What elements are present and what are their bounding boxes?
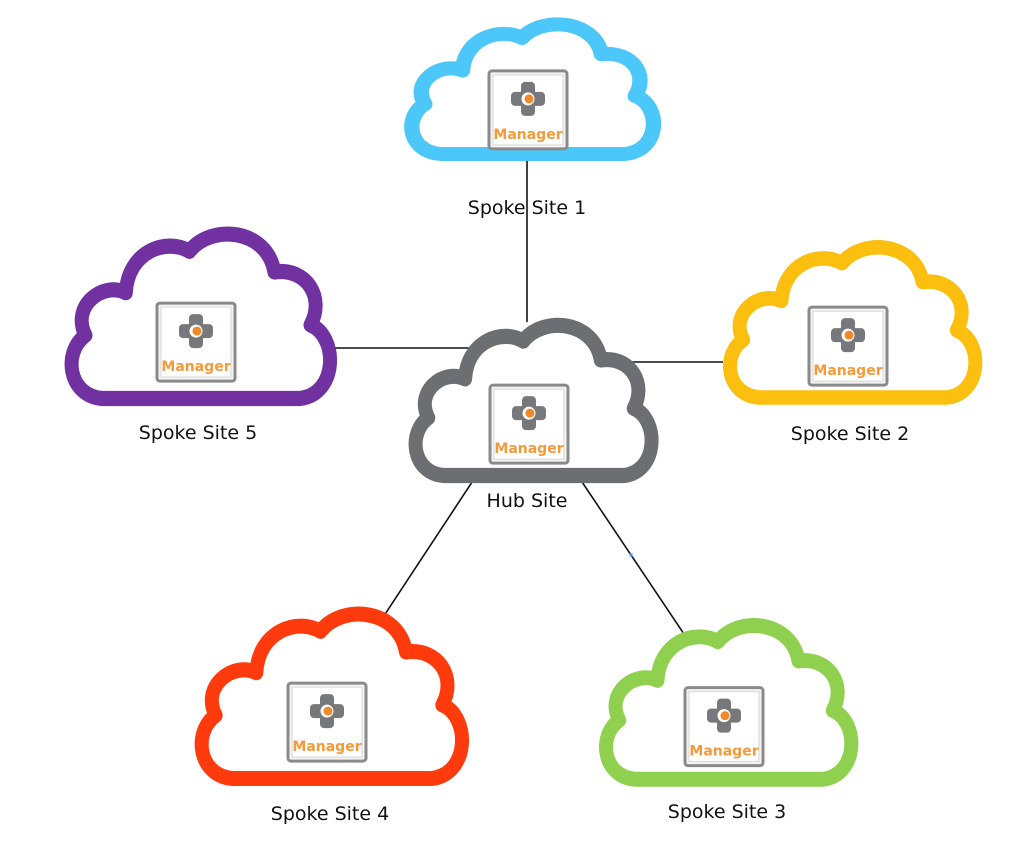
manager-cross-icon xyxy=(707,698,741,733)
manager-label: Manager xyxy=(689,744,758,760)
orange-dot-icon xyxy=(524,94,534,104)
connection-line-hub-spoke4[interactable] xyxy=(369,469,481,638)
orange-dot-icon xyxy=(720,711,730,721)
orange-dot-icon xyxy=(192,326,202,336)
manager-label: Manager xyxy=(161,359,230,375)
manager-cross-icon xyxy=(512,396,546,431)
manager-cross-icon xyxy=(831,318,865,353)
orange-dot-icon xyxy=(323,706,333,716)
manager-badge: Manager xyxy=(286,681,368,763)
site-label: Hub Site xyxy=(487,490,568,512)
site-label: Spoke Site 3 xyxy=(668,801,786,823)
manager-badge: Manager xyxy=(488,383,570,465)
site-label: Spoke Site 4 xyxy=(271,803,389,825)
site-label: Spoke Site 2 xyxy=(791,423,909,445)
manager-cross-icon xyxy=(179,314,213,349)
orange-dot-icon xyxy=(525,408,535,418)
selection-midpoint-handle[interactable] xyxy=(629,553,633,557)
manager-label: Manager xyxy=(292,739,361,755)
site-label: Spoke Site 5 xyxy=(139,422,257,444)
manager-badge: Manager xyxy=(487,69,569,151)
manager-cross-icon xyxy=(511,81,545,116)
manager-badge: Manager xyxy=(683,686,765,768)
manager-label: Manager xyxy=(494,441,563,457)
manager-badge: Manager xyxy=(807,305,889,387)
manager-label: Manager xyxy=(813,363,882,379)
manager-badge: Manager xyxy=(155,301,237,383)
manager-cross-icon xyxy=(310,694,344,729)
orange-dot-icon xyxy=(844,330,854,340)
site-label: Spoke Site 1 xyxy=(468,197,586,219)
manager-label: Manager xyxy=(493,127,562,143)
